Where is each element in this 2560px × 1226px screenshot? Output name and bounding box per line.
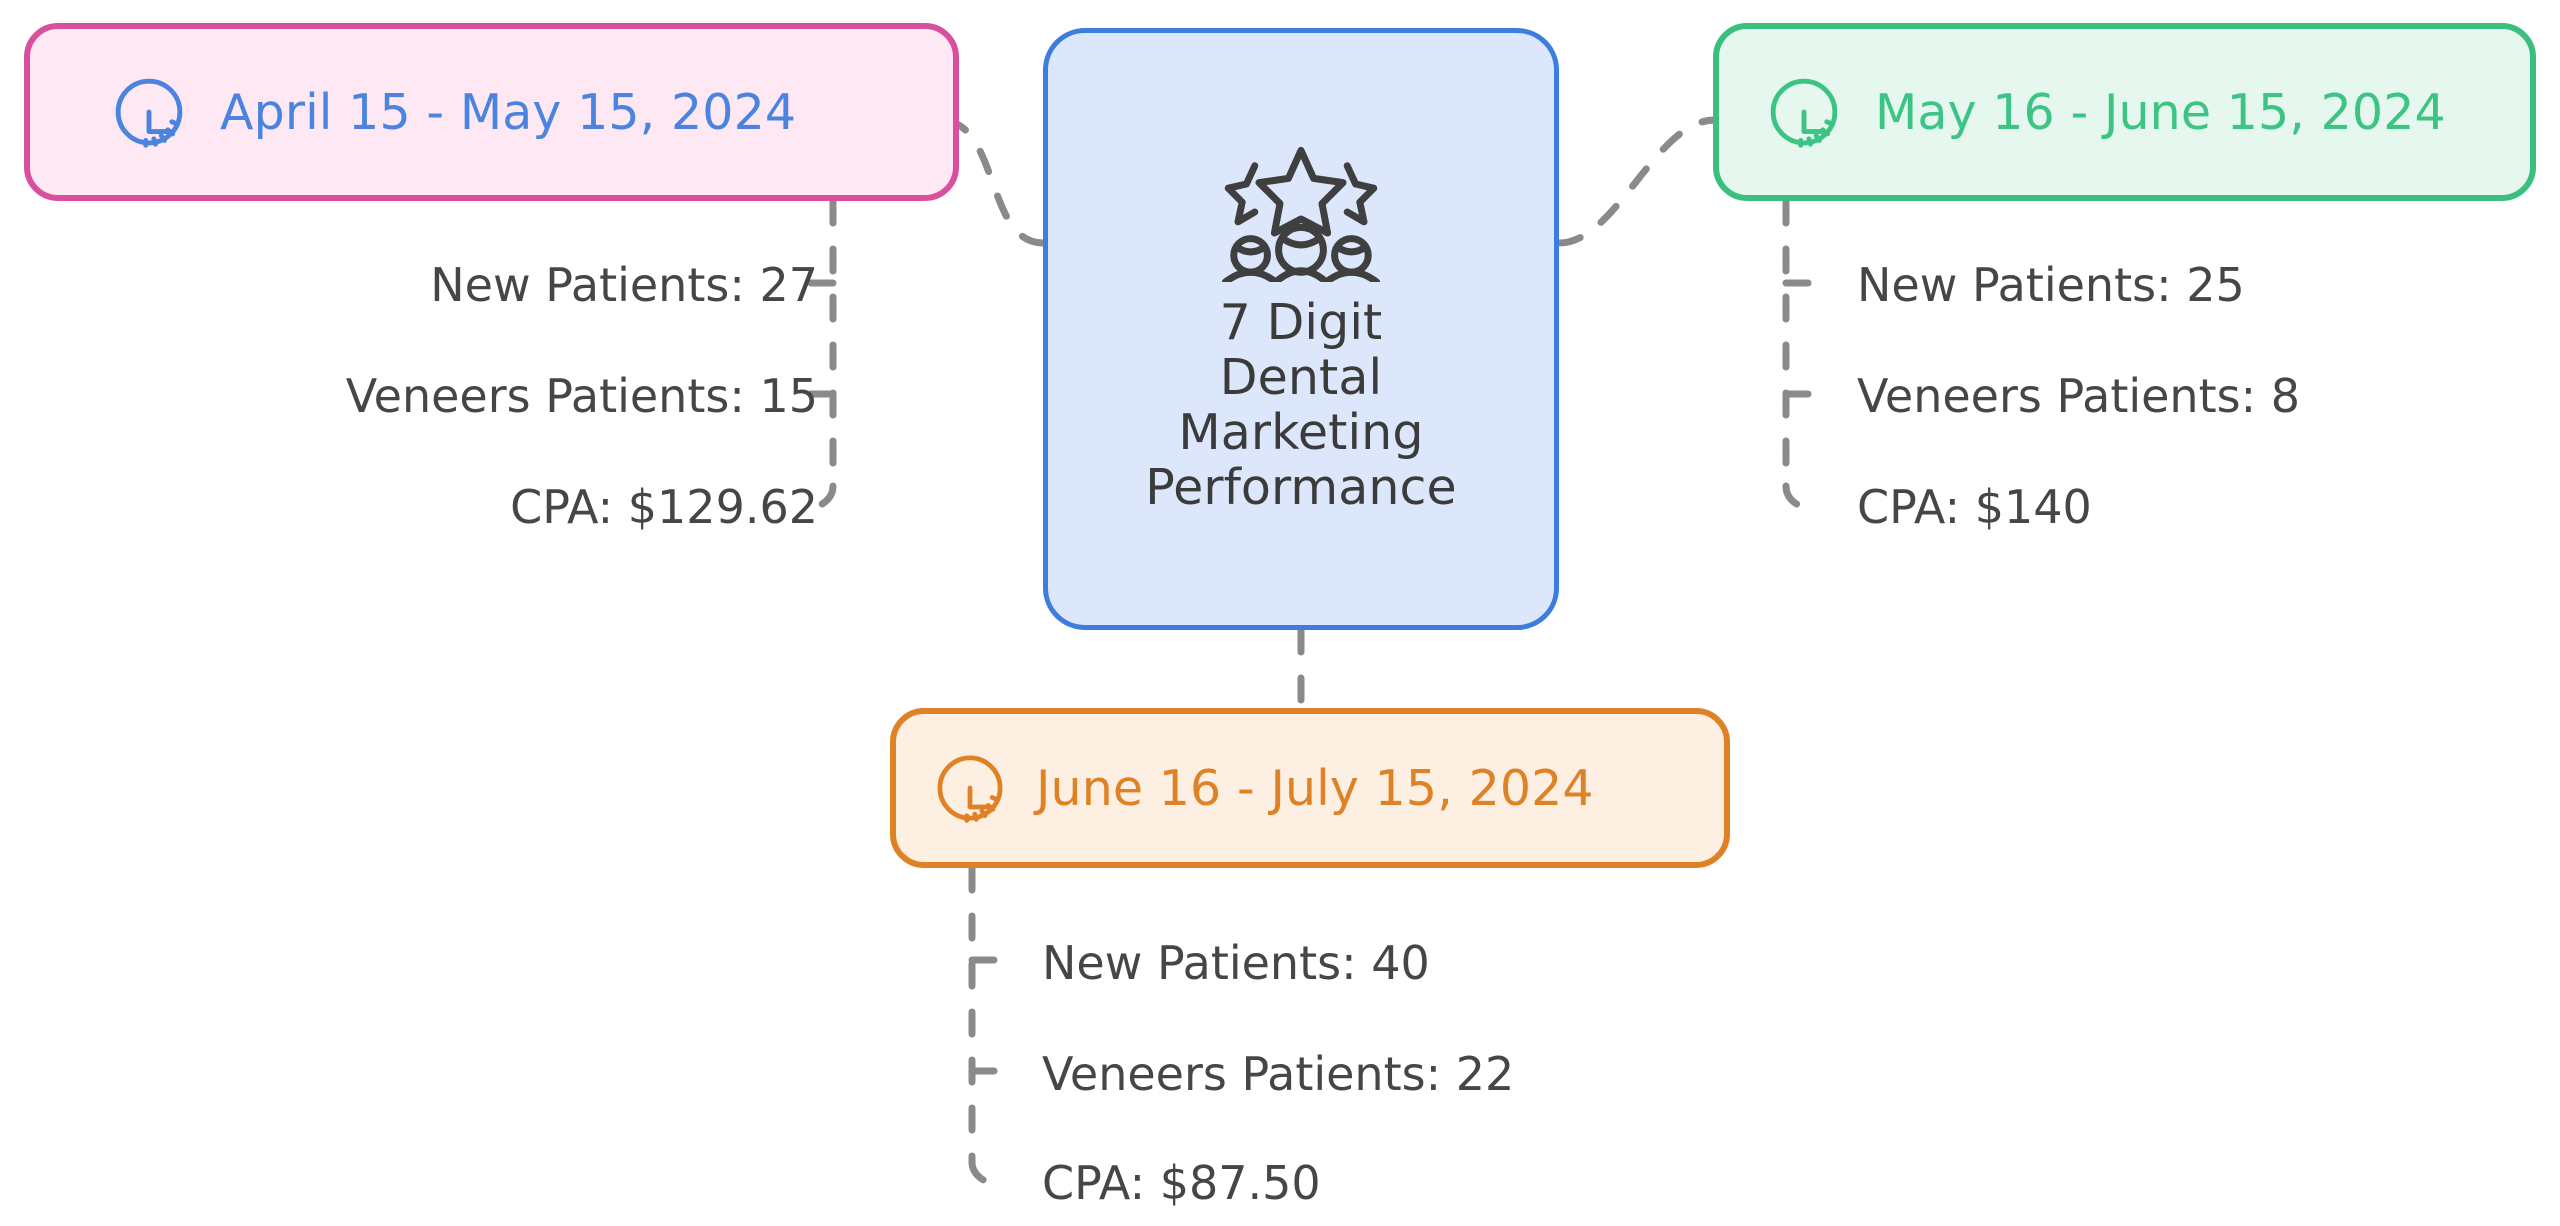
branch-badge-april[interactable]: April 15 - May 15, 2024 <box>24 23 959 201</box>
metric-april-veneers-patients: Veneers Patients: 15 <box>345 369 818 423</box>
stars-people-review-icon <box>1221 147 1381 283</box>
branch-badge-june-label: June 16 - July 15, 2024 <box>1036 759 1594 817</box>
branch-badge-may[interactable]: May 16 - June 15, 2024 <box>1713 23 2536 201</box>
pie-chart-analytics-icon <box>1770 78 1838 148</box>
root-node-label: 7 Digit Dental Marketing Performance <box>1145 294 1457 516</box>
metric-may-new-patients: New Patients: 25 <box>1857 258 2245 312</box>
edge-june-leaf-2 <box>968 1158 1010 1192</box>
branch-badge-april-label: April 15 - May 15, 2024 <box>220 83 797 141</box>
metric-may-cpa: CPA: $140 <box>1857 480 2092 534</box>
edge-may-leaf-2 <box>1782 482 1824 516</box>
root-node[interactable]: 7 Digit Dental Marketing Performance <box>1043 28 1559 630</box>
pie-chart-analytics-icon <box>115 78 183 148</box>
metric-april-cpa: CPA: $129.62 <box>510 480 818 534</box>
metric-may-veneers-patients: Veneers Patients: 8 <box>1857 369 2300 423</box>
metric-june-new-patients: New Patients: 40 <box>1042 936 1430 990</box>
metric-june-cpa: CPA: $87.50 <box>1042 1156 1321 1210</box>
pie-chart-analytics-icon <box>937 755 1003 823</box>
metric-june-veneers-patients: Veneers Patients: 22 <box>1042 1047 1515 1101</box>
edge-root-to-may <box>1555 116 1719 247</box>
branch-badge-may-label: May 16 - June 15, 2024 <box>1875 83 2446 141</box>
metric-april-new-patients: New Patients: 27 <box>430 258 818 312</box>
branch-badge-june[interactable]: June 16 - July 15, 2024 <box>890 708 1730 868</box>
